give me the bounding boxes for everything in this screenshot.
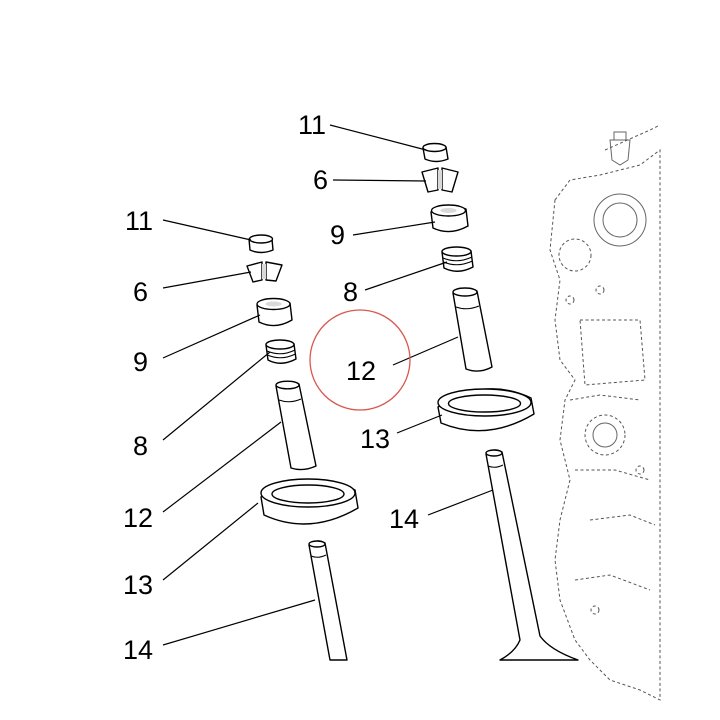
callout-labels: 11 6 9 8 12 13 14 11 6 9 8 12 13 14 <box>123 110 419 665</box>
highlight-circle <box>309 309 411 411</box>
cylinder-head-sketch <box>549 124 661 701</box>
left-valve-stack <box>246 234 359 661</box>
left-callout-6: 6 <box>133 277 148 307</box>
right-guide-part <box>452 287 493 372</box>
right-callout-6: 6 <box>313 165 328 195</box>
right-callout-8: 8 <box>343 277 358 307</box>
right-callout-12: 12 <box>346 356 376 386</box>
right-callout-13: 13 <box>360 424 390 454</box>
right-callout-14: 14 <box>389 504 419 534</box>
left-spring-cap-part <box>256 297 293 327</box>
left-callout-13: 13 <box>123 570 153 600</box>
right-callout-9: 9 <box>330 220 345 250</box>
left-retainer-part <box>248 234 274 254</box>
left-callout-8: 8 <box>133 431 148 461</box>
right-callout-11: 11 <box>298 110 326 140</box>
left-callout-11: 11 <box>125 206 153 236</box>
right-seat-ring-part <box>437 388 535 432</box>
left-valve-part <box>308 540 348 661</box>
leader-lines <box>162 124 494 646</box>
right-spring-cap-part <box>430 204 469 233</box>
left-seat-ring-part <box>260 478 359 525</box>
left-seal-part <box>265 339 297 364</box>
left-collets-part <box>246 261 283 283</box>
left-callout-9: 9 <box>133 347 148 377</box>
right-valve-stack <box>421 142 579 661</box>
right-valve-part <box>485 449 579 661</box>
right-seal-part <box>441 246 474 272</box>
right-retainer-part <box>422 142 449 163</box>
right-collets-part <box>421 167 459 193</box>
left-callout-14: 14 <box>123 635 153 665</box>
left-callout-12: 12 <box>123 503 153 533</box>
left-guide-part <box>275 380 317 471</box>
